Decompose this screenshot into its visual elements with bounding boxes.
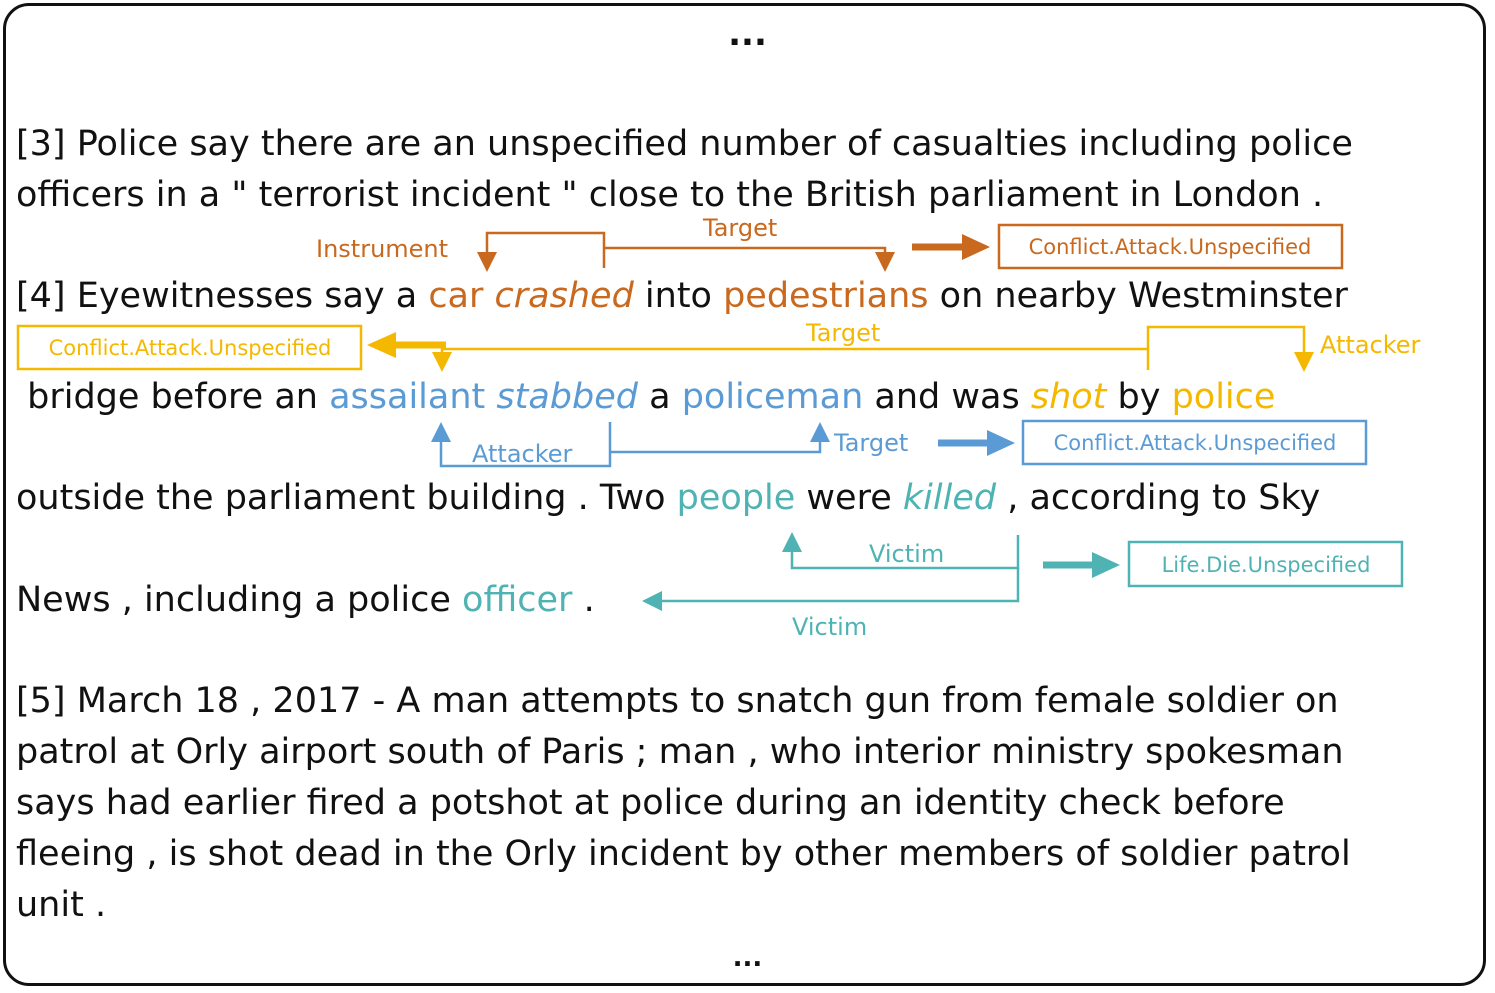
event2-role-edge-attacker xyxy=(1146,325,1314,372)
p4-text: News , including a police xyxy=(16,580,463,620)
argument-officer: officer xyxy=(462,580,573,620)
event2-role-edge-target xyxy=(432,347,1148,372)
p4-line-2: bridge before an assailant stabbed a pol… xyxy=(16,377,1275,417)
trigger-shot: shot xyxy=(1030,377,1107,417)
event4-role-edge-victim-officer xyxy=(642,568,1020,611)
event1-role-edge-target xyxy=(604,246,895,272)
event1-role-edge-instrument xyxy=(477,231,606,272)
p4-text: into xyxy=(633,276,724,316)
p3-line-2: officers in a " terrorist incident " clo… xyxy=(16,175,1324,215)
p3-line-1: [3] Police say there are an unspecified … xyxy=(16,124,1353,164)
event1-role-instrument: Instrument xyxy=(316,235,448,263)
event1-type-arrow-head xyxy=(962,234,990,260)
p4-text: [4] Eyewitnesses say a xyxy=(16,276,429,316)
event4-role-victim: Victim xyxy=(792,613,867,641)
event2-annotation: Target Attacker Conflict.Attack.Unspecif… xyxy=(16,319,1421,372)
p4-line-4: News , including a police officer . xyxy=(16,580,595,620)
event1-type-label: Conflict.Attack.Unspecified xyxy=(1029,235,1312,259)
event4-role-edge-victim-people xyxy=(782,532,1020,570)
event3-type-arrow-head xyxy=(987,430,1015,456)
event1-annotation: Instrument Target Conflict.Attack.Unspec… xyxy=(316,214,1344,272)
p4-text: on nearby Westminster xyxy=(928,276,1348,316)
p5-line-2: patrol at Orly airport south of Paris ; … xyxy=(16,732,1344,772)
event3-annotation: Attacker Target Conflict.Attack.Unspecif… xyxy=(431,419,1368,468)
trigger-stabbed: stabbed xyxy=(496,377,638,417)
p4-text: were xyxy=(795,478,903,518)
p4-text: a xyxy=(637,377,682,417)
p5-line-5: unit . xyxy=(16,885,107,925)
bottom-ellipsis: ... xyxy=(732,943,763,973)
argument-police: police xyxy=(1171,377,1276,417)
p4-text: by xyxy=(1106,377,1172,417)
argument-people: people xyxy=(676,478,796,518)
event4-type-arrow-head xyxy=(1092,552,1120,578)
event1-type-box xyxy=(997,223,1344,270)
p4-text: outside the parliament building . Two xyxy=(16,478,677,518)
trigger-killed: killed xyxy=(902,478,997,518)
argument-car: car xyxy=(428,276,484,316)
event3-role-edge-attacker xyxy=(431,422,612,468)
event1-role-target: Target xyxy=(702,214,777,242)
p4-text: , according to Sky xyxy=(996,478,1321,518)
event4-role-victim: Victim xyxy=(869,540,944,568)
p4-text: . xyxy=(572,580,595,620)
event4-type-box xyxy=(1127,540,1404,588)
document-frame xyxy=(3,3,1486,986)
trigger-crashed: crashed xyxy=(494,276,634,316)
event3-role-attacker: Attacker xyxy=(472,440,573,468)
p4-text: and was xyxy=(863,377,1031,417)
p5-line-3: says had earlier fired a potshot at poli… xyxy=(16,783,1285,823)
argument-policeman: policeman xyxy=(681,377,864,417)
event3-role-edge-target xyxy=(610,422,830,454)
event2-type-box xyxy=(16,324,363,371)
argument-pedestrians: pedestrians xyxy=(723,276,929,316)
event3-type-label: Conflict.Attack.Unspecified xyxy=(1054,431,1337,455)
p5-line-4: fleeing , is shot dead in the Orly incid… xyxy=(16,834,1351,874)
event3-role-target: Target xyxy=(833,429,908,457)
p4-line-3: outside the parliament building . Two pe… xyxy=(16,478,1320,518)
argument-assailant: assailant xyxy=(329,377,486,417)
top-ellipsis: ... xyxy=(728,14,767,54)
event2-type-label: Conflict.Attack.Unspecified xyxy=(49,336,332,360)
p4-text: bridge before an xyxy=(16,377,330,417)
event4-annotation: Victim Victim Life.Die.Unspecified xyxy=(642,532,1404,641)
event2-role-attacker: Attacker xyxy=(1320,331,1421,359)
event2-type-arrow-head xyxy=(367,332,396,358)
event4-type-label: Life.Die.Unspecified xyxy=(1162,553,1371,577)
p4-line-1: [4] Eyewitnesses say a car crashed into … xyxy=(16,276,1348,316)
p5-line-1: [5] March 18 , 2017 - A man attempts to … xyxy=(16,681,1339,721)
event2-role-target: Target xyxy=(805,319,880,347)
event3-type-box xyxy=(1021,419,1368,466)
